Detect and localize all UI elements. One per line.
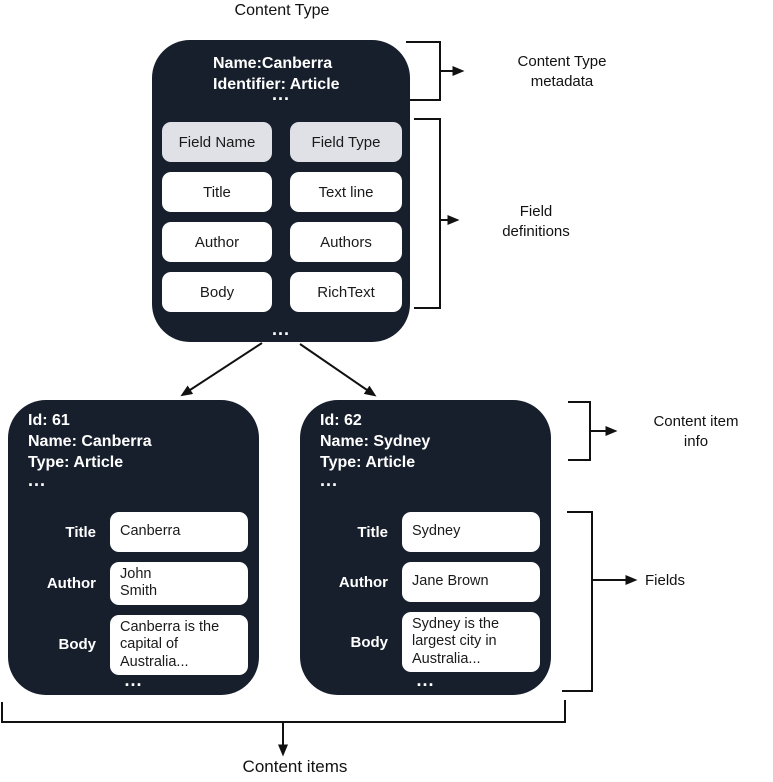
field-value: Canberra is the capital of Australia... bbox=[110, 614, 248, 675]
field-definitions-table: Field Name Field Type Title Text line Au… bbox=[162, 122, 402, 312]
content-item-type: Type: Article bbox=[28, 454, 124, 471]
content-item-fields: Title Canberra Author John Smith Body Ca… bbox=[8, 512, 259, 675]
diagram-title: Content Type bbox=[234, 2, 330, 19]
field-row-title: Title Canberra bbox=[28, 512, 259, 552]
content-item-fields-ellipsis: ... bbox=[416, 670, 435, 690]
content-type-metadata-block: Name:Canberra Identifier: Article bbox=[213, 53, 340, 95]
item-info-bracket bbox=[568, 401, 591, 461]
field-row-title: Title Sydney bbox=[320, 512, 551, 552]
field-row-author: Author Jane Brown bbox=[320, 562, 551, 602]
type-to-item1-arrow-icon bbox=[180, 342, 263, 397]
fields-bracket bbox=[562, 511, 593, 692]
label-line: definitions bbox=[502, 223, 570, 240]
label-line: metadata bbox=[530, 73, 594, 90]
content-type-fields-ellipsis: ... bbox=[271, 319, 290, 339]
content-type-metadata-label: Content Type metadata bbox=[482, 52, 642, 92]
content-item-info-block: Id: 62 Name: Sydney Type: Article ... bbox=[320, 410, 431, 490]
content-item-name: Name: Canberra bbox=[28, 433, 152, 450]
field-label: Title bbox=[357, 523, 388, 541]
content-item-box-canberra: Id: 61 Name: Canberra Type: Article ... … bbox=[8, 400, 259, 695]
field-label: Author bbox=[46, 574, 96, 592]
content-item-info-label: Content item info bbox=[626, 412, 766, 452]
content-item-info-ellipsis: ... bbox=[28, 470, 47, 490]
label-line: info bbox=[683, 433, 709, 450]
field-type-cell: RichText bbox=[290, 272, 402, 312]
fields-label: Fields bbox=[645, 572, 686, 589]
type-to-item2-arrow-icon bbox=[299, 343, 377, 397]
content-item-id: Id: 62 bbox=[320, 412, 362, 429]
field-definitions-bracket bbox=[414, 118, 441, 309]
content-type-metadata-ellipsis: ... bbox=[271, 84, 290, 104]
field-row-body: Body Canberra is the capital of Australi… bbox=[28, 614, 259, 675]
field-label: Title bbox=[65, 523, 96, 541]
content-item-name: Name: Sydney bbox=[320, 433, 431, 450]
field-label: Author bbox=[338, 573, 388, 591]
content-type-box: Name:Canberra Identifier: Article ... Fi… bbox=[152, 40, 410, 342]
field-value: Canberra bbox=[110, 512, 248, 552]
content-type-name: Name:Canberra bbox=[213, 55, 333, 72]
content-item-fields-ellipsis: ... bbox=[124, 670, 143, 690]
field-row-author: Author John Smith bbox=[28, 562, 259, 605]
content-item-type: Type: Article bbox=[320, 454, 416, 471]
label-line: Content Type bbox=[517, 53, 607, 70]
field-type-header-cell: Field Type bbox=[290, 122, 402, 162]
field-value: Jane Brown bbox=[402, 562, 540, 602]
label-line: Field bbox=[519, 203, 553, 220]
field-name-cell: Author bbox=[162, 222, 272, 262]
field-name-cell: Body bbox=[162, 272, 272, 312]
field-row-body: Body Sydney is the largest city in Austr… bbox=[320, 612, 551, 673]
field-definitions-label: Field definitions bbox=[466, 202, 606, 242]
field-type-cell: Text line bbox=[290, 172, 402, 212]
field-value: Sydney bbox=[402, 512, 540, 552]
field-type-cell: Authors bbox=[290, 222, 402, 262]
content-item-fields: Title Sydney Author Jane Brown Body Sydn… bbox=[300, 512, 551, 673]
content-item-box-sydney: Id: 62 Name: Sydney Type: Article ... Ti… bbox=[300, 400, 551, 695]
field-name-cell: Title bbox=[162, 172, 272, 212]
content-type-identifier: Identifier: Article bbox=[213, 76, 340, 93]
field-label: Body bbox=[350, 633, 389, 651]
content-items-label: Content items bbox=[242, 757, 348, 776]
field-value: Sydney is the largest city in Australia.… bbox=[402, 612, 540, 673]
field-name-header-cell: Field Name bbox=[162, 122, 272, 162]
content-item-info-ellipsis: ... bbox=[320, 470, 339, 490]
content-item-id: Id: 61 bbox=[28, 412, 70, 429]
content-items-bracket bbox=[1, 700, 566, 723]
field-label: Body bbox=[58, 636, 97, 654]
field-value: John Smith bbox=[110, 562, 248, 605]
content-item-info-block: Id: 61 Name: Canberra Type: Article ... bbox=[28, 410, 152, 490]
metadata-bracket bbox=[406, 41, 441, 101]
label-line: Content item bbox=[653, 413, 739, 430]
